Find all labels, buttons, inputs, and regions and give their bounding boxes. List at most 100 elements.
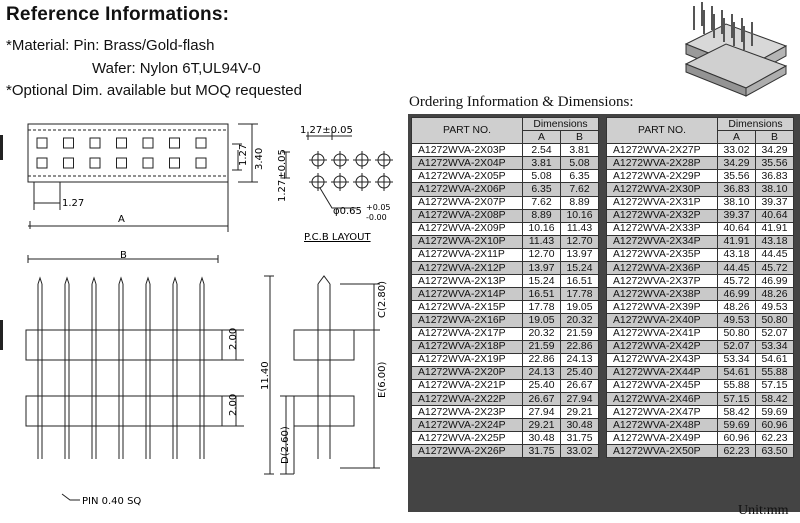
dim-b-cell: 10.16 xyxy=(560,208,599,223)
pin-square xyxy=(63,137,74,149)
pin-shaft xyxy=(91,276,97,459)
pin-shaft xyxy=(37,276,43,459)
dim-a-cell: 5.08 xyxy=(522,169,561,184)
dim-a-cell: 60.96 xyxy=(717,431,756,446)
unit-label: Unit:mm xyxy=(738,503,789,518)
part-no-cell: A1272WVA-2X50P xyxy=(606,444,718,459)
pcb-hole-crosshair xyxy=(353,151,371,169)
part-no-cell: A1272WVA-2X10P xyxy=(411,234,523,249)
dim-b-cell: 43.18 xyxy=(755,234,794,249)
part-no-cell: A1272WVA-2X48P xyxy=(606,418,718,433)
margin-mark xyxy=(0,135,3,160)
dim-a-cell: 27.94 xyxy=(522,405,561,420)
dim-b-cell: 36.83 xyxy=(755,169,794,184)
dim-a-cell: 58.42 xyxy=(717,405,756,420)
pcb-hole-crosshair xyxy=(331,173,349,191)
part-no-cell: A1272WVA-2X34P xyxy=(606,234,718,249)
part-no-cell: A1272WVA-2X41P xyxy=(606,326,718,341)
header-dimensions: Dimensions xyxy=(522,116,599,132)
dim-a-cell: 22.86 xyxy=(522,352,561,367)
pin-square xyxy=(89,157,101,169)
dim-pitch-side: 1.27±0.05 xyxy=(277,149,288,202)
dim-b-cell: 21.59 xyxy=(560,326,599,341)
dim-a-cell: 24.13 xyxy=(522,365,561,380)
dim-label-a: A xyxy=(118,214,125,225)
part-no-cell: A1272WVA-2X47P xyxy=(606,405,718,420)
dim-b-cell: 29.21 xyxy=(560,405,599,420)
dim-a-cell: 54.61 xyxy=(717,365,756,380)
pcb-layout-label: P.C.B LAYOUT xyxy=(304,232,371,243)
dim-127-horizontal: 1.27 xyxy=(62,198,84,209)
dim-hole: φ0.65 xyxy=(333,206,362,217)
side-upper-wafer xyxy=(293,329,355,361)
part-no-cell: A1272WVA-2X23P xyxy=(411,405,523,420)
part-no-cell: A1272WVA-2X15P xyxy=(411,300,523,315)
dim-b-cell: 27.94 xyxy=(560,391,599,407)
side-lower-wafer xyxy=(293,395,355,427)
header-part-no: PART NO. xyxy=(411,116,523,145)
part-no-cell: A1272WVA-2X29P xyxy=(606,169,718,184)
part-no-cell: A1272WVA-2X42P xyxy=(606,339,718,354)
dim-a-cell: 38.10 xyxy=(717,195,756,210)
part-no-cell: A1272WVA-2X09P xyxy=(411,221,523,236)
part-no-cell: A1272WVA-2X39P xyxy=(606,300,718,315)
dim-127-vertical: 1.27 xyxy=(238,144,249,166)
dim-a-cell: 62.23 xyxy=(717,444,756,459)
dim-a-cell: 19.05 xyxy=(522,313,561,328)
wafer-note: Wafer: Nylon 6T,UL94V-0 xyxy=(92,60,261,77)
dim-b-cell: 39.37 xyxy=(755,195,794,210)
dim-b-cell: 48.26 xyxy=(755,287,794,302)
connector-pin xyxy=(723,14,733,42)
pin-square xyxy=(169,137,180,149)
pcb-hole-crosshair xyxy=(309,173,327,191)
dim-a-cell: 10.16 xyxy=(522,221,561,236)
material-note: *Material: Pin: Brass/Gold-flash xyxy=(6,37,215,54)
part-no-cell: A1272WVA-2X45P xyxy=(606,378,718,393)
pcb-hole-crosshair xyxy=(331,151,349,169)
part-no-cell: A1272WVA-2X35P xyxy=(606,247,718,263)
dim-pitch-top: 1.27±0.05 xyxy=(300,125,353,136)
dim-b-cell: 17.78 xyxy=(560,287,599,302)
dim-b-cell: 15.24 xyxy=(560,261,599,276)
pin-shaft xyxy=(118,276,124,459)
dim-a-cell: 41.91 xyxy=(717,234,756,249)
dim-a-cell: 8.89 xyxy=(522,208,561,223)
dim-a-cell: 25.40 xyxy=(522,378,561,393)
header-a: A xyxy=(717,130,756,145)
dim-a-cell: 34.29 xyxy=(717,156,756,171)
margin-mark xyxy=(0,320,3,350)
dim-a-cell: 59.69 xyxy=(717,418,756,433)
part-no-cell: A1272WVA-2X14P xyxy=(411,287,523,302)
dim-a-cell: 16.51 xyxy=(522,287,561,302)
dim-b-cell: 20.32 xyxy=(560,313,599,328)
dim-200-lower: 2.00 xyxy=(228,394,239,416)
dim-e: E(6.00) xyxy=(377,362,388,398)
part-no-cell: A1272WVA-2X16P xyxy=(411,313,523,328)
top-view-outline xyxy=(27,123,229,183)
pcb-hole-crosshair xyxy=(375,151,393,169)
dim-b-cell: 59.69 xyxy=(755,405,794,420)
dim-b-cell: 7.62 xyxy=(560,182,599,197)
dim-b-cell: 22.86 xyxy=(560,339,599,354)
dim-b-cell: 26.67 xyxy=(560,378,599,393)
dim-a-cell: 13.97 xyxy=(522,261,561,276)
dim-b-cell: 33.02 xyxy=(560,444,599,459)
dim-b-cell: 11.43 xyxy=(560,221,599,236)
